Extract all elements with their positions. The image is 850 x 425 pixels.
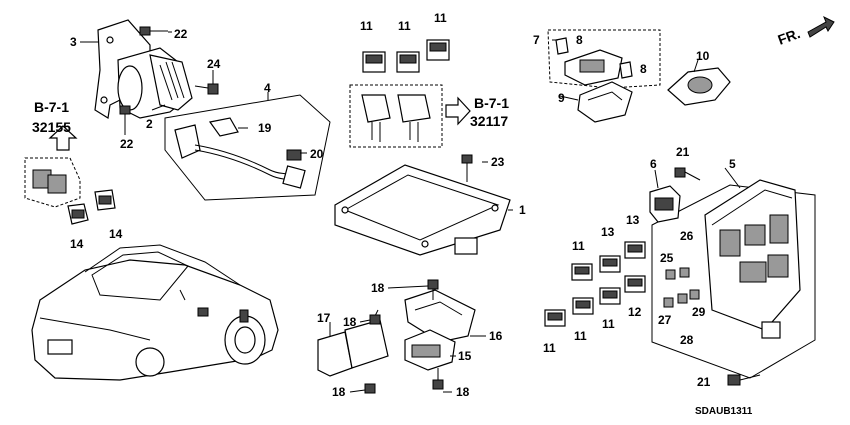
- ref-section-center: B-7-1: [474, 95, 509, 111]
- bolt-part-18-top: [427, 279, 439, 300]
- relay-part-11-top-1: [362, 51, 386, 73]
- callout-6: 6: [650, 157, 657, 171]
- callout-26: 26: [680, 229, 694, 243]
- relay-part-14-a: [67, 203, 89, 225]
- callout-14-a: 14: [70, 237, 84, 251]
- callout-11-mid-b: 11: [602, 317, 615, 331]
- relay-part-13-a: [599, 255, 621, 273]
- fuse-part-25: [665, 269, 676, 280]
- relay-part-13-b: [624, 241, 646, 259]
- bolt-part-21-top: [674, 167, 701, 181]
- bolt-part-18-left: [369, 314, 381, 325]
- relay-part-14-b: [94, 189, 116, 211]
- callout-2: 2: [146, 117, 153, 131]
- callout-15: 15: [458, 349, 472, 363]
- relay-part-11-top-3: [426, 39, 450, 61]
- clip-part-8-a: [555, 37, 569, 55]
- relay-part-11-mid-b: [599, 287, 621, 305]
- clip-part-20: [286, 149, 302, 161]
- fuse-part-28: [677, 293, 688, 304]
- callout-9: 9: [558, 91, 565, 105]
- leader-lines: [80, 31, 741, 393]
- callout-10: 10: [696, 49, 710, 63]
- callout-4: 4: [264, 81, 271, 95]
- callout-27: 27: [658, 313, 672, 327]
- callout-13-b: 13: [626, 213, 640, 227]
- callout-11-mid-a: 11: [572, 239, 585, 253]
- key-case-part-9: [577, 81, 633, 123]
- right-arrow-center: [445, 96, 471, 126]
- fuse-part-26: [679, 267, 690, 278]
- relay-part-6: [649, 185, 681, 223]
- callout-11-top-3: 11: [434, 11, 447, 25]
- callout-8-a: 8: [576, 33, 583, 47]
- ref-part-left: 32155: [32, 119, 71, 135]
- callout-20: 20: [310, 147, 324, 161]
- callout-24: 24: [207, 57, 221, 71]
- bolt-part-22-top: [139, 26, 168, 36]
- key-box-7: [547, 29, 661, 89]
- ref-section-left: B-7-1: [34, 99, 69, 115]
- module-part-15: [404, 329, 456, 371]
- callout-13-a: 13: [601, 225, 615, 239]
- bolt-part-24: [194, 83, 219, 95]
- callout-18-bottom-right: 18: [456, 385, 470, 399]
- relay-part-12: [624, 275, 646, 293]
- callout-5: 5: [729, 157, 736, 171]
- callout-18-left: 18: [343, 315, 357, 329]
- ref-part-center: 32117: [470, 113, 508, 129]
- relay-part-11-mid-a: [571, 263, 593, 281]
- fuse-part-29: [689, 289, 700, 300]
- fr-label: FR.: [776, 25, 803, 48]
- callout-22-top: 22: [174, 27, 188, 41]
- callout-7: 7: [533, 33, 540, 47]
- callout-22-bottom: 22: [120, 137, 134, 151]
- fuse-part-27: [663, 297, 674, 308]
- relay-part-11-top-2: [396, 51, 420, 73]
- bolt-part-21-bottom: [727, 374, 761, 386]
- fr-direction-arrow: [807, 15, 835, 38]
- callout-21-bottom: 21: [697, 375, 711, 389]
- callout-12: 12: [628, 305, 642, 319]
- callout-23: 23: [491, 155, 505, 169]
- callout-21-top: 21: [676, 145, 690, 159]
- bolt-part-18-bottom-right: [432, 368, 444, 390]
- relay-box-left: [24, 157, 81, 208]
- harness-part-4: [164, 94, 331, 201]
- callout-3: 3: [70, 35, 77, 49]
- bolt-part-23: [461, 154, 473, 182]
- ecu-part-1: [334, 164, 511, 256]
- callout-11-top-1: 11: [360, 19, 373, 33]
- relay-part-11-low-a: [572, 297, 594, 315]
- relay-box-center: [349, 84, 443, 148]
- callout-1: 1: [519, 203, 526, 217]
- relay-part-11-low-b: [544, 309, 566, 327]
- callout-18-bottom-left: 18: [332, 385, 346, 399]
- callout-16: 16: [489, 329, 503, 343]
- up-arrow-left: [48, 125, 78, 151]
- callout-29: 29: [692, 305, 706, 319]
- fusebox-group: [651, 184, 816, 379]
- callout-19: 19: [258, 121, 272, 135]
- fusebox-part-5: [704, 179, 801, 339]
- clip-part-8-b: [619, 61, 633, 79]
- callout-18-top: 18: [371, 281, 385, 295]
- bracket-part-16: [404, 289, 476, 343]
- key-cover-part-10: [667, 67, 731, 106]
- callout-11-low-b: 11: [543, 341, 556, 355]
- callout-28: 28: [680, 333, 694, 347]
- callout-17: 17: [317, 311, 331, 325]
- callout-14-b: 14: [109, 227, 123, 241]
- callout-8-b: 8: [640, 62, 647, 76]
- callout-11-top-2: 11: [398, 19, 411, 33]
- bolt-part-22-bottom: [119, 105, 131, 135]
- diagram-code: SDAUB1311: [695, 406, 753, 417]
- callout-25: 25: [660, 251, 674, 265]
- bolt-part-18-bottom-left: [364, 383, 376, 394]
- callout-11-low-a: 11: [574, 329, 587, 343]
- car-outline: [31, 244, 279, 381]
